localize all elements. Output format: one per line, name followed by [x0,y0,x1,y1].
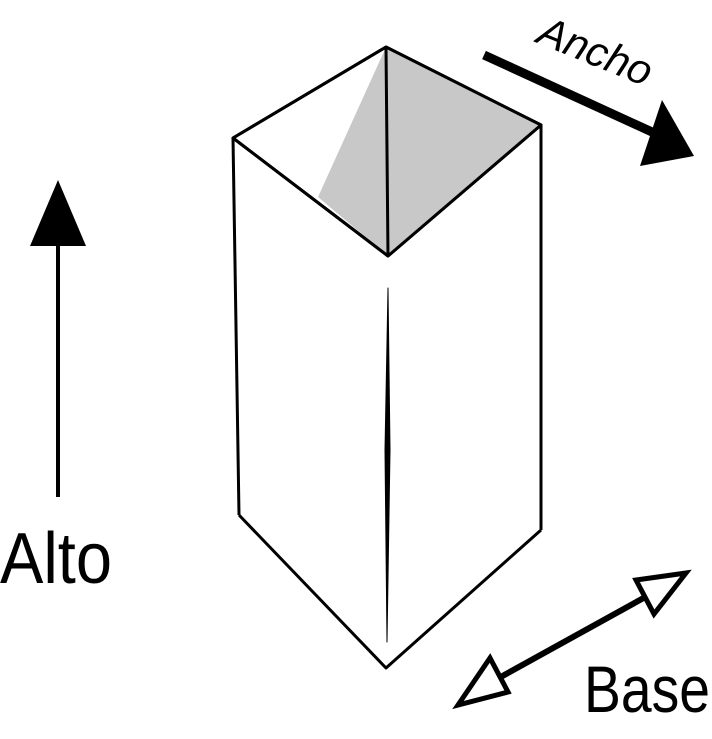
rectangular-prism [231,45,543,670]
arrowhead-up-icon [30,180,86,246]
arrowhead-right-icon [632,569,692,619]
height-arrow [30,180,86,497]
front-vertical-edge [384,287,391,643]
arrowhead-left-icon [452,653,512,710]
width-arrow [482,50,694,166]
left-vertical-edge [231,137,241,516]
arrowhead-right-icon [640,100,694,166]
top-diagonal-edge [384,46,390,257]
top-face-shading [318,47,541,256]
base-label: Base [584,652,710,726]
bottom-edges [237,513,542,670]
base-arrow [452,569,692,710]
height-label: Alto [0,519,112,599]
